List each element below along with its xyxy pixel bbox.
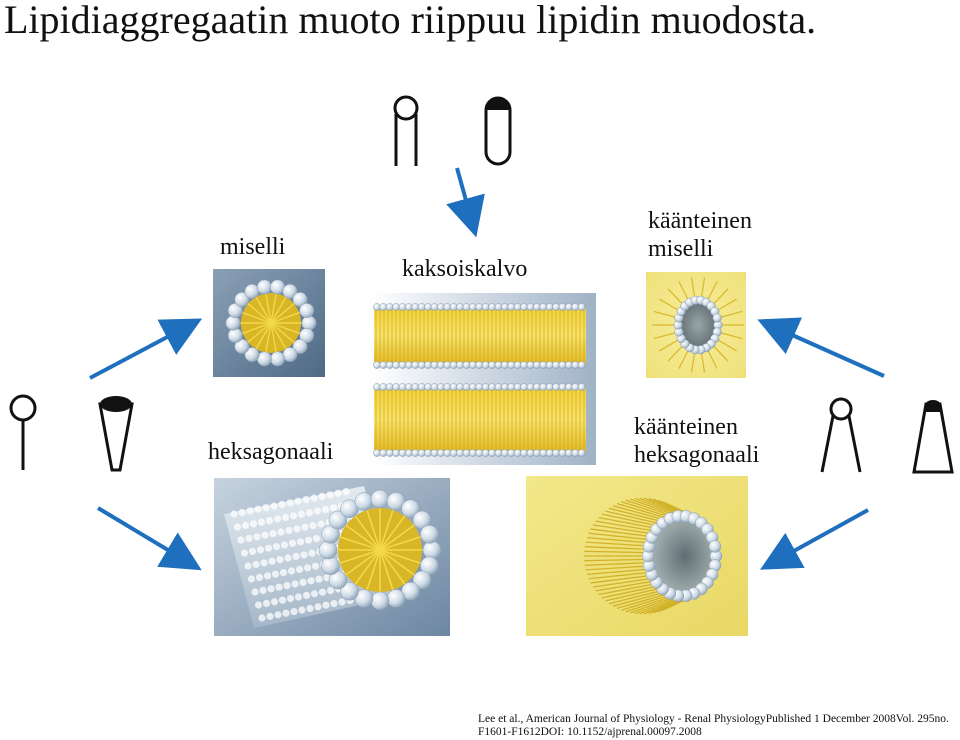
label-reverse-hexagonal-line1: käänteinen	[634, 414, 738, 440]
label-reverse-micelle-line2: miselli	[648, 236, 714, 262]
lipid-shape-cone-icon	[98, 396, 134, 472]
micelle-illustration	[213, 269, 325, 377]
hexagonal-illustration	[214, 478, 450, 636]
arrow-to-bilayer	[446, 167, 485, 238]
lipid-shape-inverted-cone-icon	[912, 400, 954, 474]
label-reverse-micelle-line1: käänteinen	[648, 208, 752, 234]
lipid-shape-single-tail-icon	[9, 394, 37, 470]
label-micelle: miselli	[220, 234, 286, 260]
label-bilayer: kaksoiskalvo	[402, 256, 528, 282]
citation-line2: F1601-F1612DOI: 10.1152/ajprenal.00097.2…	[478, 726, 702, 738]
lipid-shape-inverted-outline-icon	[820, 397, 862, 473]
lipid-shape-cylinder-filled-icon	[484, 96, 512, 166]
citation-line1: Lee et al., American Journal of Physiolo…	[478, 713, 949, 725]
label-reverse-hexagonal-line2: heksagonaali	[634, 442, 760, 468]
arrow-to-micelle	[89, 318, 203, 380]
reverse-micelle-illustration	[646, 272, 746, 378]
arrow-to-reverse-micelle	[757, 317, 885, 378]
label-hexagonal: heksagonaali	[208, 439, 334, 465]
arrow-to-hexagonal	[96, 506, 202, 571]
bilayer-illustration	[370, 293, 596, 465]
reverse-hexagonal-illustration	[526, 476, 748, 636]
lipid-shape-cylinder-outline-icon	[393, 95, 419, 166]
page-title: Lipidiaggregaatin muoto riippuu lipidin …	[4, 0, 817, 42]
arrow-to-reverse-hexagonal	[759, 508, 869, 570]
